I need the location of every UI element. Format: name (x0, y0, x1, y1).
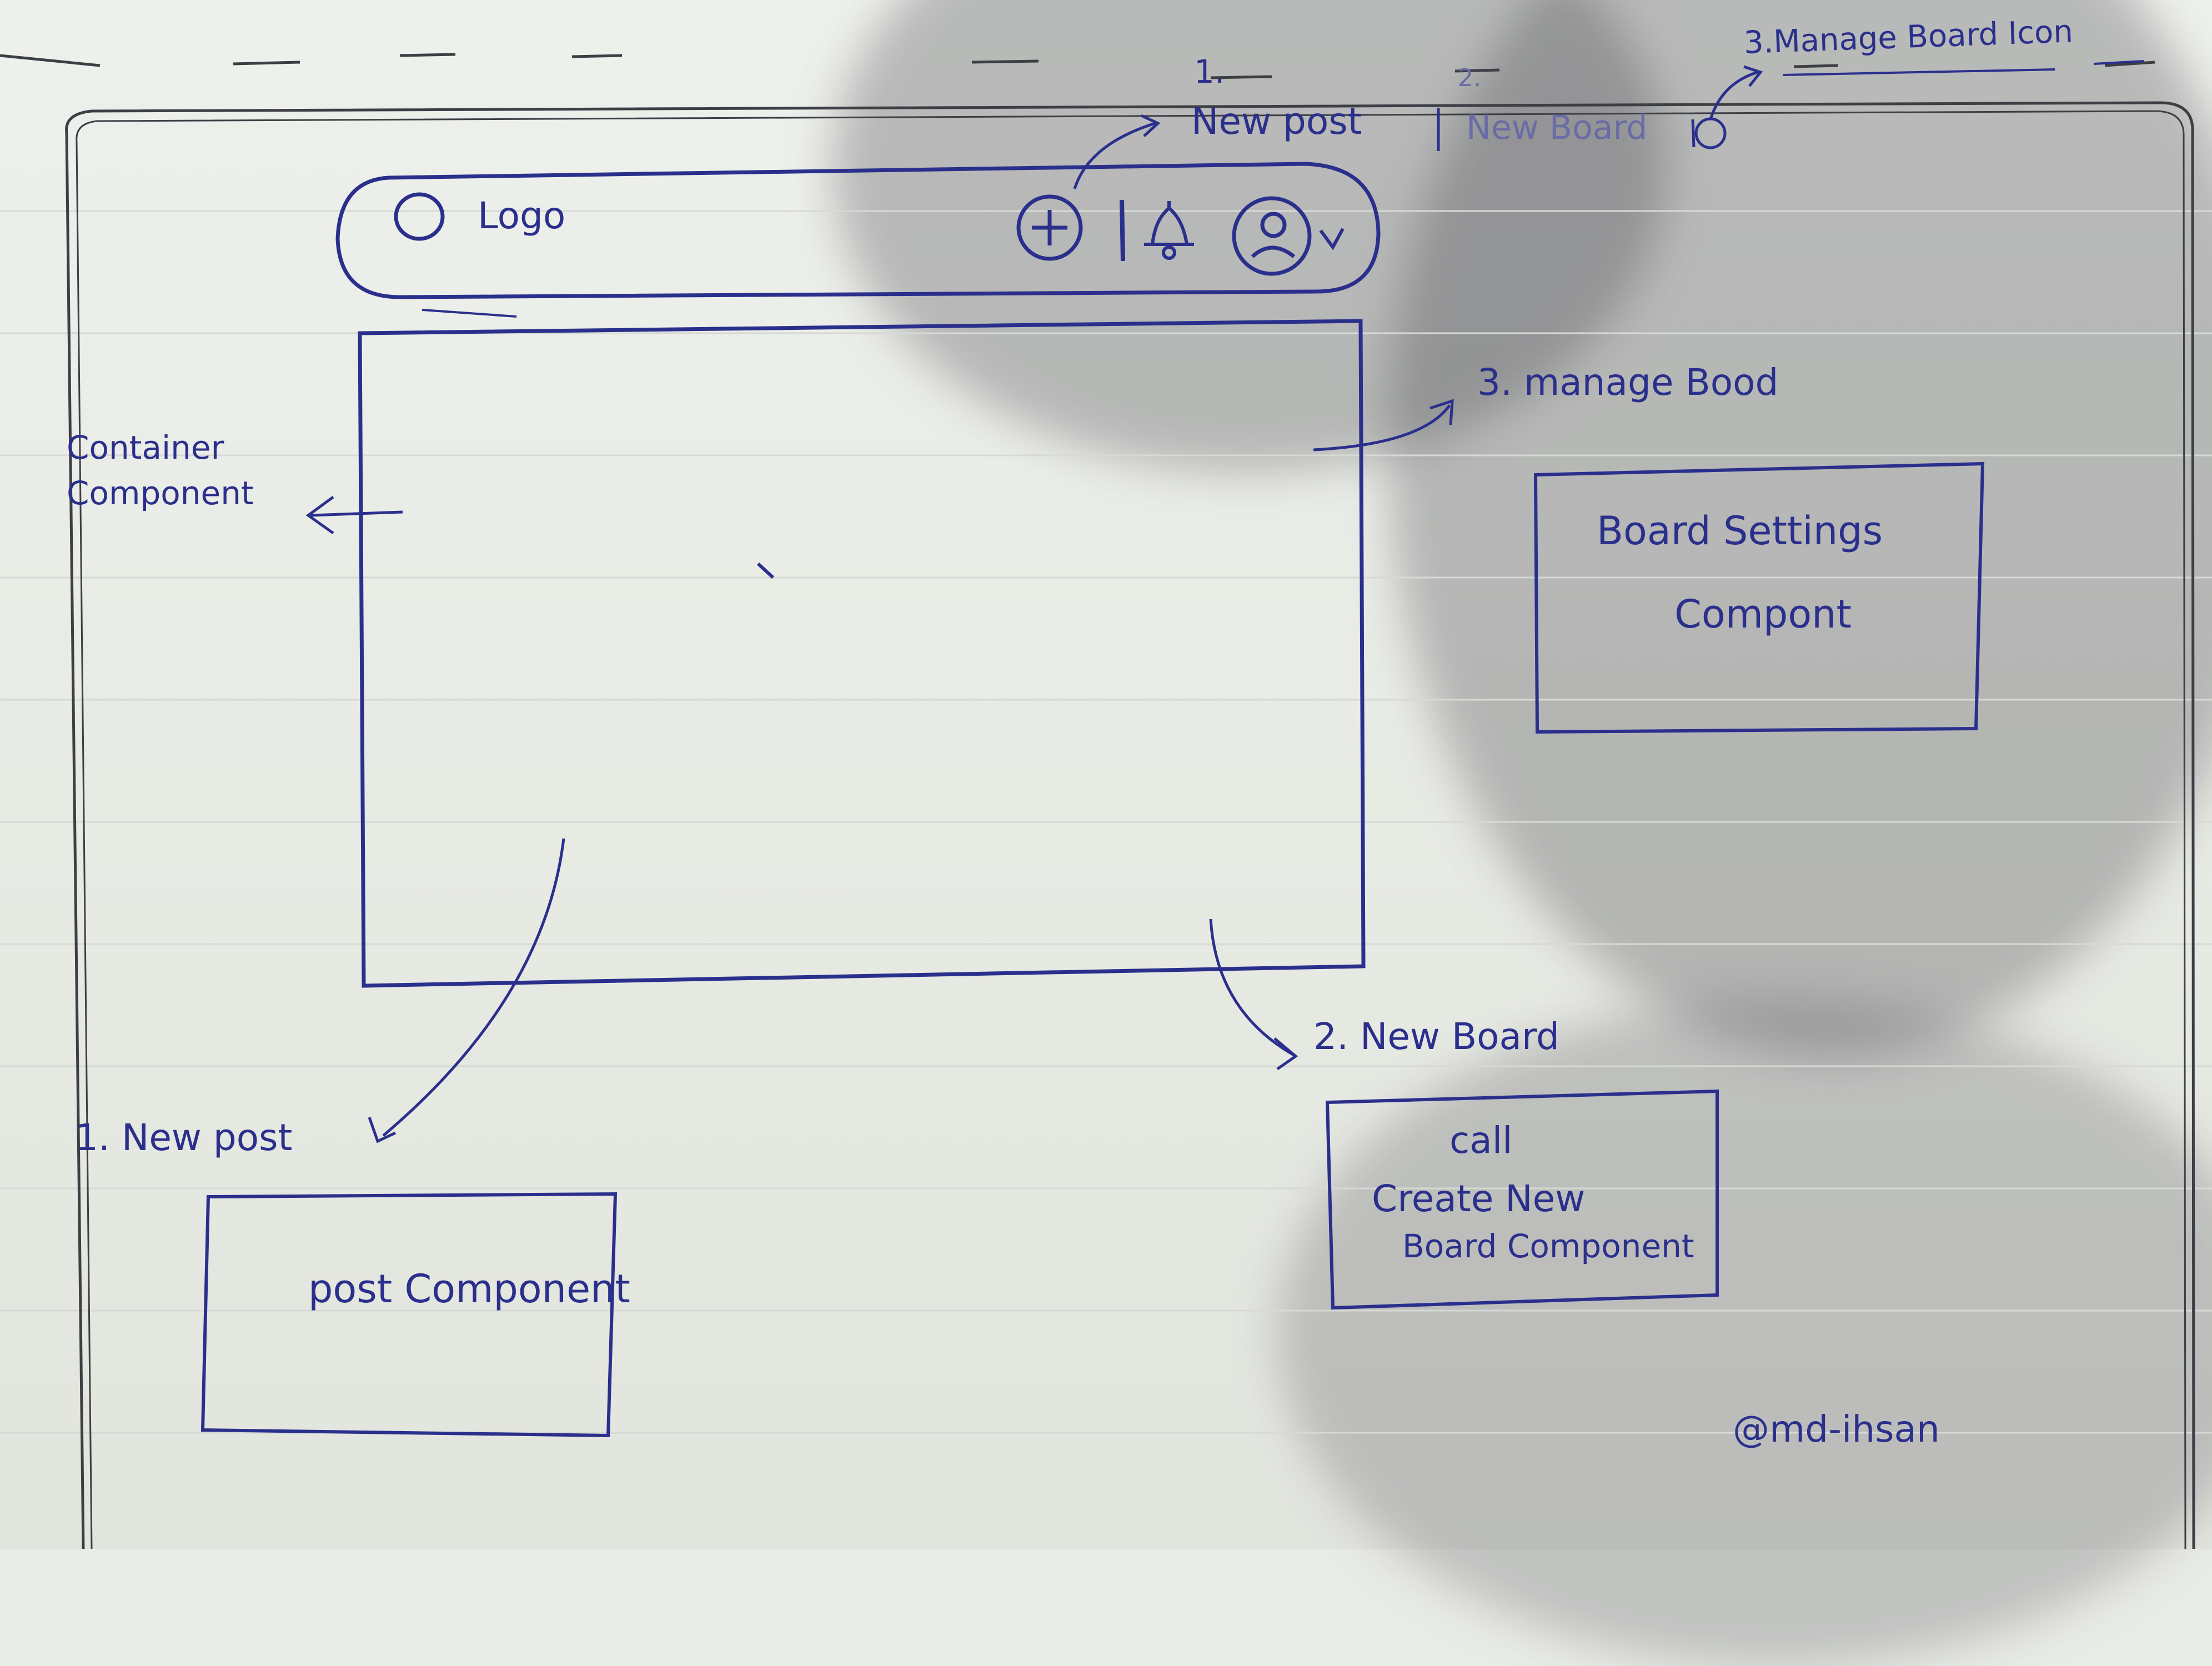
page-border-outer (65, 101, 2195, 1549)
manage-board-tick (1691, 119, 1696, 148)
arrow-to-manage-board-icon (1709, 71, 1758, 120)
hand-shadow (833, 0, 1666, 472)
navbar-divider (1120, 199, 1125, 262)
arrow-to-new-post (382, 838, 565, 1137)
top-note-num-1: 1. (1194, 53, 1225, 91)
post-component-box-outline (200, 1192, 618, 1438)
arrow-to-manage-board (1313, 404, 1451, 451)
arrow-head (1273, 1037, 1298, 1071)
bell-icon (1144, 201, 1194, 260)
container-component-label: Container Component (67, 429, 254, 512)
paper-ruling (0, 210, 2212, 1434)
create-board-line2: Create New (1372, 1177, 1586, 1220)
board-settings-box-outline (1533, 461, 1985, 734)
paper-background (0, 0, 2212, 1549)
create-board-box-outline (1325, 1089, 1719, 1310)
board-settings-title: Board Settings (1597, 508, 1883, 554)
page-border-inner (76, 110, 2186, 1549)
new-board-label: 2. New Board (1313, 1015, 1559, 1058)
navbar-logo-label: Logo (478, 194, 566, 237)
create-board-call: call (1449, 1119, 1513, 1162)
avatar-icon (1232, 196, 1312, 276)
container-stray-mark (756, 562, 775, 579)
wireframe-sketch (0, 53, 2212, 1549)
container-outline (358, 319, 1366, 988)
top-note-new-post: New post (1191, 100, 1362, 143)
post-component-text: post Component (308, 1266, 630, 1312)
arrow-plus-to-new-post (1073, 122, 1156, 189)
arrow-head (1429, 399, 1454, 425)
container-top-mark (422, 309, 517, 318)
arrow-to-new-board (1209, 919, 1295, 1057)
author-credit: @md-ihsan (1733, 1408, 1940, 1451)
manage-board-label: 3. manage Bood (1477, 361, 1779, 404)
arrow-head (1743, 65, 1763, 87)
manage-board-circle-icon (1694, 117, 1727, 149)
logo-circle-icon (394, 192, 445, 241)
manage-board-underline (1782, 68, 2055, 76)
arrow-container-left (310, 510, 403, 517)
create-board-line3: Board Component (1402, 1227, 1694, 1265)
manage-board-underline-tail (2093, 60, 2144, 65)
arrow-head (305, 495, 334, 535)
board-settings-subtitle: Compont (1674, 591, 1852, 637)
arrow-head (368, 1117, 397, 1143)
top-note-num-2: 2. (1458, 64, 1481, 92)
chevron-down-icon (1319, 228, 1345, 250)
new-post-label: 1. New post (75, 1116, 293, 1159)
top-edge-marks (0, 53, 2155, 79)
top-note-new-board: New Board (1466, 108, 1648, 147)
arrow-head (1140, 114, 1161, 137)
navbar-outline (335, 162, 1381, 299)
plus-icon (1016, 194, 1083, 261)
hand-shadow-2 (1388, 0, 2212, 1055)
